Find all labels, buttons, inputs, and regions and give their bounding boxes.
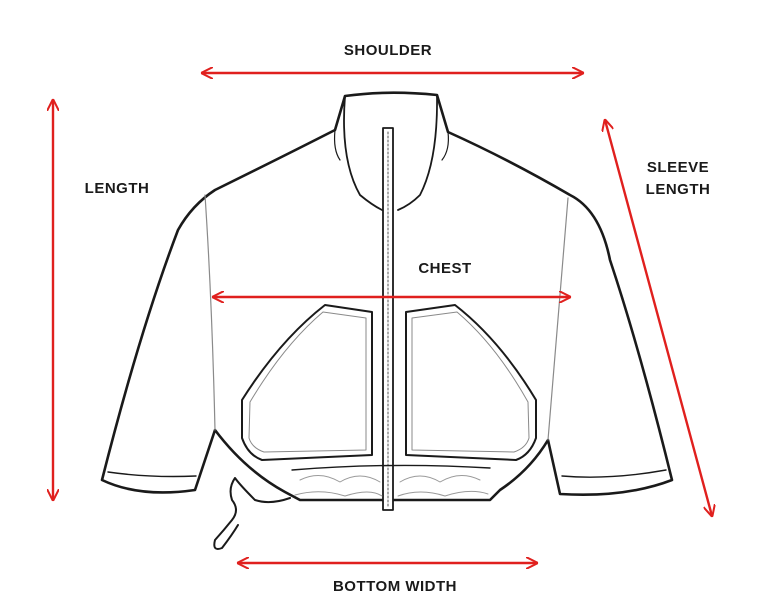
zipper [382,127,394,511]
sleeve-length-label: SLEEVE LENGTH [628,157,728,201]
collar-fold-right [441,131,449,161]
shoulder-label: SHOULDER [343,42,433,59]
cuff-left [107,471,197,478]
pocket-left [241,304,373,461]
sleeve-label-line2: LENGTH [645,181,711,198]
measurement-arrows [53,73,712,563]
collar-right [397,94,438,211]
drawstring [213,477,291,550]
collar-fold-left [333,129,341,161]
armhole-left [204,194,216,431]
chest-label: CHEST [418,260,472,277]
armhole-right [547,197,569,441]
hem-band [291,464,491,471]
sleeve-length-arrow [605,120,712,516]
jacket-illustration [100,91,674,550]
length-label: LENGTH [84,180,150,197]
bottom-width-label: BOTTOM WIDTH [332,578,458,595]
collar-left [343,95,383,211]
sleeve-label-line1: SLEEVE [646,159,710,176]
pocket-right [405,304,537,461]
